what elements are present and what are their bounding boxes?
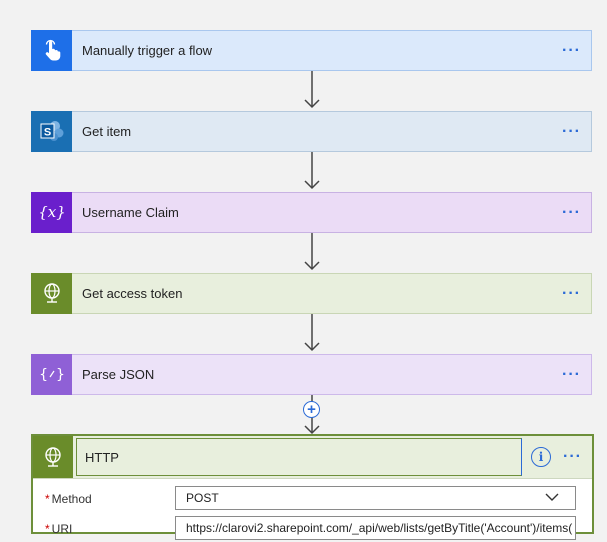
chevron-down-icon: [545, 493, 559, 501]
more-options-icon[interactable]: ···: [562, 41, 581, 59]
step-title: Get item: [82, 124, 132, 139]
sharepoint-icon: S: [31, 110, 72, 152]
connector-arrow: [304, 314, 320, 352]
method-select[interactable]: POST: [175, 486, 576, 510]
method-label: *Method: [45, 492, 92, 506]
action-title-field[interactable]: HTTP: [76, 438, 523, 476]
method-row: *Method POST: [33, 486, 592, 512]
touch-hand-icon: [31, 29, 72, 71]
action-title: HTTP: [85, 449, 119, 465]
uri-input[interactable]: https://clarovi2.sharepoint.com/_api/web…: [175, 516, 576, 540]
svg-text:S: S: [43, 127, 50, 139]
connector-arrow: [304, 152, 320, 190]
info-icon[interactable]: i: [531, 447, 552, 467]
step-title: Manually trigger a flow: [82, 43, 213, 58]
parse-json-icon: { }: [31, 353, 72, 395]
connector-arrow: [304, 233, 320, 271]
svg-text:{x}: {x}: [38, 203, 66, 221]
method-value: POST: [186, 491, 219, 505]
more-options-icon[interactable]: ···: [563, 448, 582, 465]
uri-label: *URI: [45, 522, 73, 536]
step-parse-json[interactable]: { } Parse JSON ···: [31, 353, 592, 395]
step-title: Username Claim: [82, 205, 179, 220]
http-header[interactable]: HTTP i ···: [33, 436, 592, 479]
more-options-icon[interactable]: ···: [562, 284, 581, 302]
uri-value: https://clarovi2.sharepoint.com/_api/web…: [186, 521, 573, 535]
step-get-item[interactable]: S Get item ···: [31, 110, 592, 152]
more-options-icon[interactable]: ···: [562, 365, 581, 383]
variable-icon: {x}: [31, 191, 72, 233]
step-title: Get access token: [82, 286, 183, 301]
more-options-icon[interactable]: ···: [562, 203, 581, 221]
uri-row: *URI https://clarovi2.sharepoint.com/_ap…: [33, 516, 592, 542]
globe-icon: [31, 272, 72, 314]
more-options-icon[interactable]: ···: [562, 122, 581, 140]
http-action-card: HTTP i ··· *Method POST *URI https://cla…: [31, 434, 594, 540]
insert-step-button[interactable]: +: [303, 401, 320, 418]
step-manually-trigger[interactable]: Manually trigger a flow ···: [31, 29, 592, 71]
step-get-access-token[interactable]: Get access token ···: [31, 272, 592, 314]
step-username-claim[interactable]: {x} Username Claim ···: [31, 191, 592, 233]
globe-icon: [33, 436, 73, 478]
connector-arrow: [304, 71, 320, 109]
step-title: Parse JSON: [82, 367, 155, 382]
